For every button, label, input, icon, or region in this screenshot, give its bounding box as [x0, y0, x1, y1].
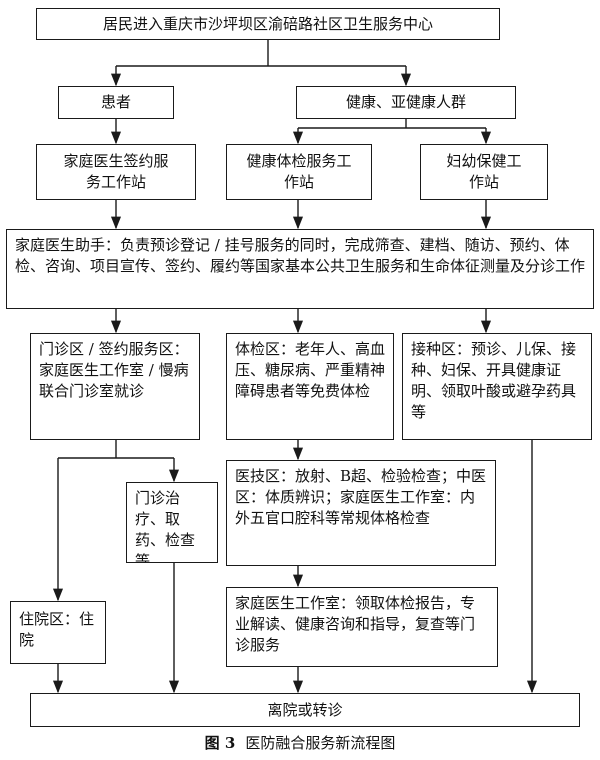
node-healthy: 健康、亚健康人群	[296, 86, 516, 119]
node-outpatient-area: 门诊区 / 签约服务区：家庭医生工作室 / 慢病联合门诊室就诊	[30, 333, 200, 440]
node-vaccination-area: 接种区：预诊、儿保、接种、妇保、开具健康证明、领取叶酸或避孕药具等	[402, 333, 592, 440]
node-entry: 居民进入重庆市沙坪坝区渝碚路社区卫生服务中心	[36, 8, 500, 40]
node-checkup-area: 体检区：老年人、高血压、糖尿病、严重精神障碍患者等免费体检	[226, 333, 394, 440]
figure-caption: 图 3 医防融合服务新流程图	[0, 732, 600, 753]
figure-caption-label: 图 3	[204, 734, 236, 752]
node-patient: 患者	[58, 86, 174, 119]
node-maternal-station: 妇幼保健工作站	[420, 144, 548, 200]
node-medtech-area: 医技区：放射、B超、检验检查；中医区：体质辨识；家庭医生工作室：内外五官口腔科等…	[226, 460, 496, 566]
node-inpatient: 住院区：住院	[10, 601, 106, 664]
figure-caption-title: 医防融合服务新流程图	[245, 734, 396, 752]
node-discharge: 离院或转诊	[30, 693, 580, 727]
node-checkup-station: 健康体检服务工作站	[226, 144, 372, 200]
node-report: 家庭医生工作室：领取体检报告，专业解读、健康咨询和指导，复查等门诊服务	[226, 587, 498, 667]
node-family-station: 家庭医生签约服务工作站	[36, 144, 196, 200]
node-assistant: 家庭医生助手：负责预诊登记 / 挂号服务的同时，完成筛查、建档、随访、预约、体检…	[6, 229, 594, 309]
node-outpatient-treatment: 门诊治疗、取药、检查等	[126, 482, 218, 563]
